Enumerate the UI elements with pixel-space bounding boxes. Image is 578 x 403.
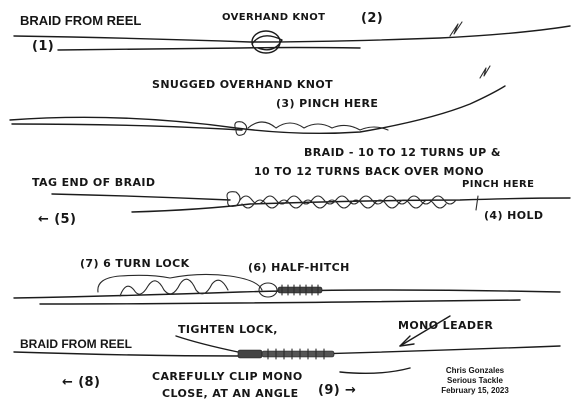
step-3-pinch-label: (3) PINCH HERE — [276, 97, 379, 110]
overhand-knot-label: OVERHAND KNOT — [222, 12, 326, 23]
clip-mono-label-line2: CLOSE, AT AN ANGLE — [162, 387, 299, 400]
step-9-label: (9) → — [318, 383, 357, 398]
finished-knot-illustration — [13, 315, 561, 375]
step-1-label: (1) — [32, 39, 55, 54]
tighten-lock-label: TIGHTEN LOCK, — [178, 323, 278, 336]
step-2-label: (2) — [361, 11, 384, 26]
step-4-hold-label: (4) HOLD — [484, 209, 544, 222]
half-hitch-lock-illustration — [13, 273, 561, 305]
step-7-lock-label: (7) 6 TURN LOCK — [80, 257, 190, 270]
overhand-knot-illustration — [13, 21, 571, 54]
braid-from-reel-label-bottom: BRAID FROM REEL — [20, 337, 132, 351]
step-8-label: ← (8) — [62, 375, 101, 390]
braid-wraps-illustration — [51, 191, 571, 213]
credit-name: Chris Gonzales — [445, 366, 505, 375]
snugged-overhand-knot-label: SNUGGED OVERHAND KNOT — [152, 78, 334, 91]
braid-turns-label-line1: BRAID - 10 TO 12 TURNS UP & — [304, 146, 501, 159]
snugged-knot-illustration — [9, 65, 506, 136]
author-credit: Chris Gonzales Serious Tackle February 1… — [420, 366, 530, 396]
braid-from-reel-label-top: BRAID FROM REEL — [20, 13, 142, 28]
pinch-here-label: PINCH HERE — [462, 179, 535, 190]
credit-date: February 15, 2023 — [441, 386, 509, 395]
step-5-label: ← (5) — [38, 212, 77, 227]
clip-mono-label-line1: CAREFULLY CLIP MONO — [152, 370, 303, 383]
step-6-half-hitch-label: (6) HALF-HITCH — [248, 261, 350, 274]
mono-leader-label: MONO LEADER — [398, 319, 494, 332]
braid-turns-label-line2: 10 TO 12 TURNS BACK OVER MONO — [254, 165, 484, 178]
tag-end-of-braid-label: TAG END OF BRAID — [32, 176, 156, 189]
credit-company: Serious Tackle — [447, 376, 503, 385]
